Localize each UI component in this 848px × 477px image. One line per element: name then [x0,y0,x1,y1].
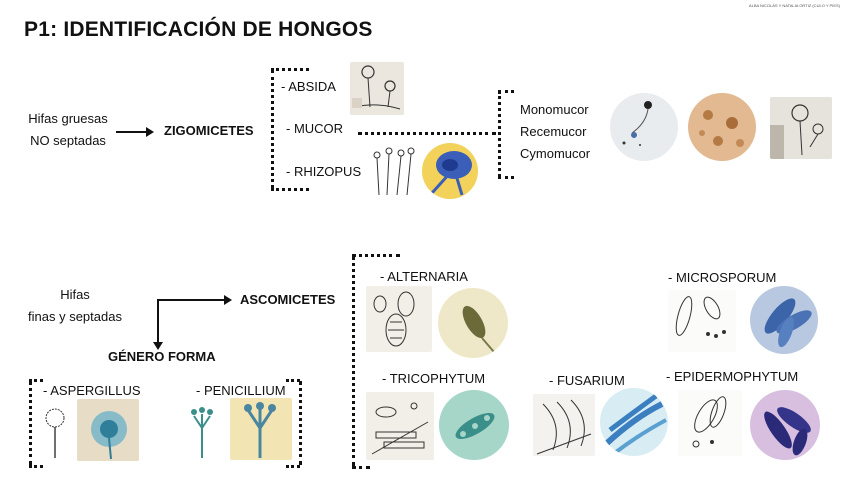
mucor-connector [358,132,496,135]
penicillium-bracket-top [286,379,300,382]
asco-bracket [352,256,355,466]
item-absida: - ABSIDA [281,79,336,94]
asco-intro-line1: Hifas [60,287,90,302]
zigo-intro-line1: Hifas gruesas [28,111,108,126]
aspergillus-bracket [29,381,32,465]
ascomicetes-label: ASCOMICETES [240,292,336,307]
item-fusarium: - FUSARIUM [549,373,625,388]
microsporum-photo [750,286,818,354]
mucor-types: Monomucor Recemucor Cymomucor [520,99,590,165]
rhizopus-photo [422,143,478,199]
item-aspergillus: - ASPERGILLUS [43,383,141,398]
microsporum-drawing [668,290,736,352]
recemucor-label: Recemucor [520,124,587,139]
mucor-bracket [498,91,501,177]
item-microsporum: - MICROSPORUM [668,270,777,285]
item-tricophytum: - TRICOPHYTUM [382,371,486,386]
asco-bracket-bottom [352,466,370,469]
asco-intro-line2: finas y septadas [28,309,122,324]
aspergillus-bracket-bottom [29,465,43,468]
penicillium-drawing [180,402,224,460]
penicillium-bracket [299,381,302,465]
item-alternaria: - ALTERNARIA [380,269,468,284]
genero-forma-label: GÉNERO FORMA [108,349,216,364]
zigo-intro-line2: NO septadas [30,133,106,148]
aspergillus-bracket-top [29,379,43,382]
item-penicillium: - PENICILLIUM [196,383,286,398]
item-mucor: - MUCOR [286,121,344,136]
fusarium-drawing [533,394,595,456]
monomucor-label: Monomucor [520,102,589,117]
cymomucor-drawing [770,97,832,159]
author-credit: ALBA NICOLÁS Y NATALIA ORTIZ (CULO Y PIE… [748,3,840,8]
zigomicetes-label: ZIGOMICETES [164,123,254,138]
monomucor-photo [610,93,678,161]
penicillium-photo [230,398,292,460]
branch-arrow-icon [153,295,232,350]
zigo-bracket-bottom [271,188,309,191]
epidermophytum-photo [750,390,820,460]
arrow-right-icon [116,127,154,137]
item-epidermophytum: - EPIDERMOPHYTUM [666,369,799,384]
alternaria-photo [438,288,508,358]
asco-bracket-top [352,254,400,257]
aspergillus-photo [77,399,139,461]
recemucor-photo [688,93,756,161]
mucor-bracket-top [498,90,514,93]
tricophytum-photo [439,390,509,460]
aspergillus-drawing [36,404,74,460]
absida-drawing [350,62,404,115]
zigo-bracket-top [271,68,309,71]
penicillium-bracket-bottom [286,465,300,468]
tricophytum-drawing [366,392,434,460]
asco-intro: Hifas finas y septadas [20,284,130,328]
alternaria-drawing [366,286,432,352]
mucor-bracket-bottom [498,176,514,179]
epidermophytum-drawing [678,390,742,456]
page-title: P1: IDENTIFICACIÓN DE HONGOS [24,18,373,41]
cymomucor-label: Cymomucor [520,146,591,161]
item-rhizopus: - RHIZOPUS [286,164,362,179]
fusarium-photo [600,388,668,456]
rhizopus-drawing [367,145,419,197]
zigo-intro: Hifas gruesas NO septadas [20,108,116,152]
zigo-bracket [271,70,274,188]
